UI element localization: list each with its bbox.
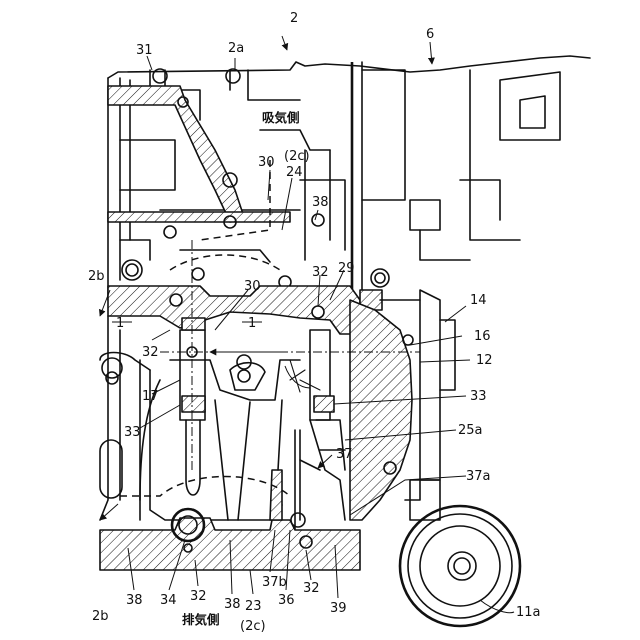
- label-32-mid: 32: [312, 265, 329, 280]
- label-1-left: 1: [116, 316, 124, 331]
- label-23: 23: [245, 599, 262, 614]
- label-6: 6: [426, 27, 434, 42]
- label-39: 39: [330, 601, 347, 616]
- label-29: 29: [338, 261, 355, 276]
- label-34: 34: [160, 593, 177, 608]
- arrow-37: [318, 455, 332, 468]
- connecting-rod-assembly: [140, 318, 345, 520]
- label-38-bottom-2: 38: [224, 597, 241, 612]
- label-30-top: 30: [258, 155, 275, 170]
- label-24: 24: [286, 165, 303, 180]
- label-12: 12: [476, 353, 493, 368]
- label-32-bottom-2: 32: [303, 581, 320, 596]
- label-exhaust-side: 排気側: [182, 612, 220, 627]
- label-30-mid: 30: [244, 279, 261, 294]
- crank-pulley: [400, 480, 520, 626]
- crank-sweep-dashed: [120, 477, 290, 497]
- label-38-top: 38: [312, 195, 329, 210]
- label-2b-top: 2b: [88, 269, 105, 284]
- label-32-left: 32: [142, 345, 159, 360]
- label-16: 16: [474, 329, 491, 344]
- label-31: 31: [136, 43, 153, 58]
- label-32-bottom-1: 32: [190, 589, 207, 604]
- label-37a: 37a: [466, 469, 491, 484]
- label-37b: 37b: [262, 575, 287, 590]
- label-11a: 11a: [516, 605, 541, 620]
- upper-dashed-arc: [170, 255, 280, 270]
- label-1-mid: 1: [248, 316, 256, 331]
- label-33-left: 33: [124, 425, 141, 440]
- label-2a: 2a: [228, 41, 244, 56]
- label-37: 37: [336, 447, 353, 462]
- label-17: 17: [142, 389, 159, 404]
- intake-hatched-wall: [108, 86, 290, 222]
- label-2: 2: [290, 11, 298, 26]
- label-14: 14: [470, 293, 487, 308]
- label-25a: 25a: [458, 423, 483, 438]
- label-36: 36: [278, 593, 295, 608]
- label-intake-side: 吸気側: [262, 110, 300, 125]
- label-2c-top: (2c): [284, 149, 310, 164]
- arrow-2: [282, 36, 287, 50]
- label-38-bottom-left: 38: [126, 593, 143, 608]
- arrow-6: [430, 42, 432, 64]
- label-33-right: 33: [470, 389, 487, 404]
- label-2b-bottom: 2b: [92, 609, 109, 624]
- label-2c-bottom: (2c): [240, 619, 266, 634]
